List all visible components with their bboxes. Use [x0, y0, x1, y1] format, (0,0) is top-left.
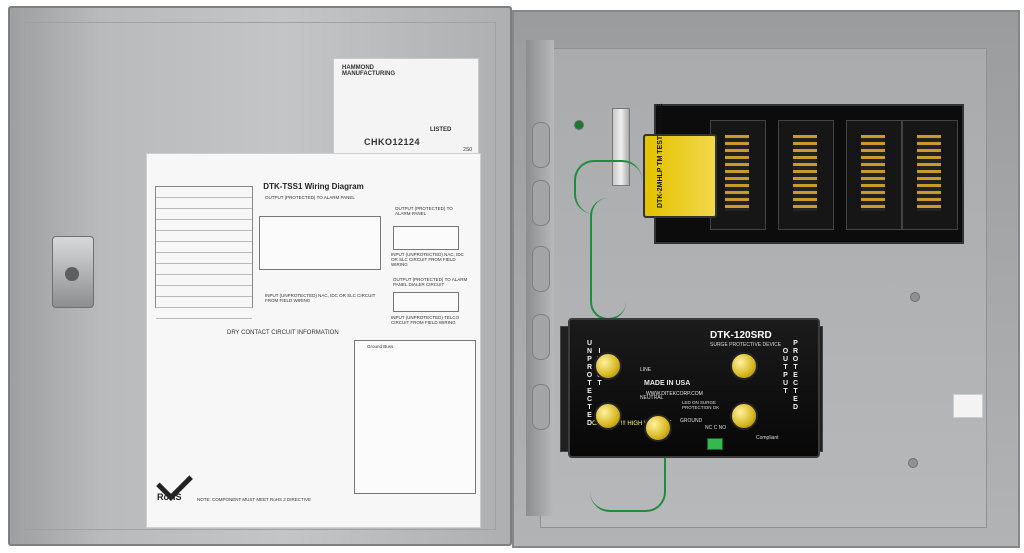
protection-module-diagram	[259, 216, 381, 270]
input-telco-text: INPUT (UNPROTECTED) TELCO CIRCUIT FROM F…	[391, 315, 460, 325]
led-label: LED ON SURGE PROTECTION OK	[682, 400, 720, 410]
ground-wire	[574, 160, 642, 214]
ground-terminal[interactable]	[644, 414, 672, 442]
knockout	[532, 384, 550, 430]
screw	[908, 458, 918, 468]
listed-text: LISTED	[430, 127, 452, 133]
line-label: LINE	[640, 367, 652, 373]
output-dialer-text: OUTPUT (PROTECTED) TO ALARM PANEL DIALER…	[393, 277, 468, 287]
door-latch[interactable]	[52, 236, 94, 308]
alarm-module-diagram	[393, 226, 459, 250]
protected-label: PROTECTED	[792, 340, 799, 412]
rohs-badge: RoHS	[157, 492, 182, 502]
output-protected-text: OUTPUT (PROTECTED) TO ALARM PANEL	[395, 206, 453, 216]
relay-terminal-block[interactable]	[707, 438, 723, 450]
wiring-schematic-box	[354, 340, 476, 494]
unprotected-label: UNPROTECTED	[586, 340, 593, 428]
knockout	[532, 122, 550, 168]
screw	[910, 292, 920, 302]
ground-label: GROUND	[680, 418, 703, 424]
output-alarm-text: OUTPUT (PROTECTED) TO ALARM PANEL	[265, 195, 355, 200]
compliant-label: Compliant	[756, 435, 779, 441]
rail-module	[902, 120, 958, 230]
module-table	[155, 186, 253, 319]
green-wire	[590, 430, 666, 512]
ground-bus-text: Ground Buss	[367, 344, 394, 349]
surge-protector: DTK-120SRD SURGE PROTECTIVE DEVICE MADE …	[568, 318, 820, 458]
dry-contact-title: DRY CONTACT CIRCUIT INFORMATION	[227, 330, 339, 336]
line-output-terminal[interactable]	[730, 352, 758, 380]
made-in-usa: MADE IN USA	[644, 380, 691, 387]
knockout	[532, 246, 550, 292]
rohs-note: NOTE: COMPONENT MUST MEET RoHS 2 DIRECTI…	[197, 497, 312, 502]
wiring-diagram-card: DTK-TSS1 Wiring Diagram OUTPUT (PROTECTE…	[146, 153, 481, 528]
input-field-text: INPUT (UNPROTECTED) NAC, IDC OR SLC CIRC…	[265, 293, 376, 303]
knockout	[532, 180, 550, 226]
neutral-input-terminal[interactable]	[594, 402, 622, 430]
surge-model: DTK-120SRD	[710, 330, 772, 341]
green-dot-screw	[574, 120, 584, 130]
part-number: CHKO12124	[364, 137, 421, 147]
website-text: WWW.DITEKCORP.COM	[646, 391, 703, 397]
output-label: OUTPUT	[782, 348, 789, 396]
surge-subtitle: SURGE PROTECTIVE DEVICE	[710, 342, 782, 348]
neutral-label: NEUTRAL	[640, 395, 664, 401]
input-unprotected-text: INPUT (UNPROTECTED) NAC, IDC OR SLC CIRC…	[391, 252, 464, 267]
brand-text: HAMMOND MANUFACTURING	[342, 65, 395, 77]
caution-text: CAUTION !!! HIGH VOLTAGE	[592, 421, 672, 427]
neutral-output-terminal[interactable]	[730, 402, 758, 430]
test-module[interactable]: DTK-2MHLP TM TEST MODULE	[643, 104, 717, 218]
manufacturer-label: HAMMOND MANUFACTURING CHKO12124 LISTED 2…	[333, 58, 479, 158]
line-input-terminal[interactable]	[594, 352, 622, 380]
ground-wire	[590, 198, 626, 320]
test-module-label: DTK-2MHLP TM TEST MODULE	[657, 103, 664, 208]
card-title: DTK-TSS1 Wiring Diagram	[263, 182, 364, 191]
rail-module	[778, 120, 834, 230]
rail-module	[710, 120, 766, 230]
relay-label: NC C NO	[705, 425, 727, 431]
dialer-module-diagram	[393, 292, 459, 312]
door-inner-panel	[24, 22, 496, 530]
side-sticker	[953, 394, 983, 418]
knockout	[532, 314, 550, 360]
rail-module	[846, 120, 902, 230]
label-code: 2S0	[463, 147, 472, 153]
